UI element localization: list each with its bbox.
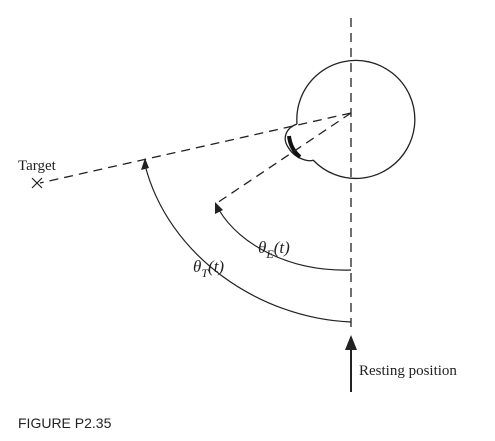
theta-t-arrowhead xyxy=(141,158,149,170)
theta-e-label: θE(t) xyxy=(258,238,290,261)
theta-t-label: θT(t) xyxy=(193,257,224,280)
theta-e-arrowhead xyxy=(215,202,223,214)
eye-mark xyxy=(287,135,302,159)
target-label: Target xyxy=(18,158,57,174)
head-outline xyxy=(296,59,416,179)
target-marker-icon xyxy=(31,177,43,189)
nose-shape xyxy=(284,123,314,162)
theta-e-arc xyxy=(218,209,352,271)
target-line xyxy=(39,112,352,184)
resting-arrowhead-icon xyxy=(345,335,357,350)
eye-direction-line xyxy=(213,112,352,206)
resting-position-label: Resting position xyxy=(359,363,457,379)
figure-caption: FIGURE P2.35 xyxy=(18,415,112,431)
theta-t-arc xyxy=(144,164,352,323)
